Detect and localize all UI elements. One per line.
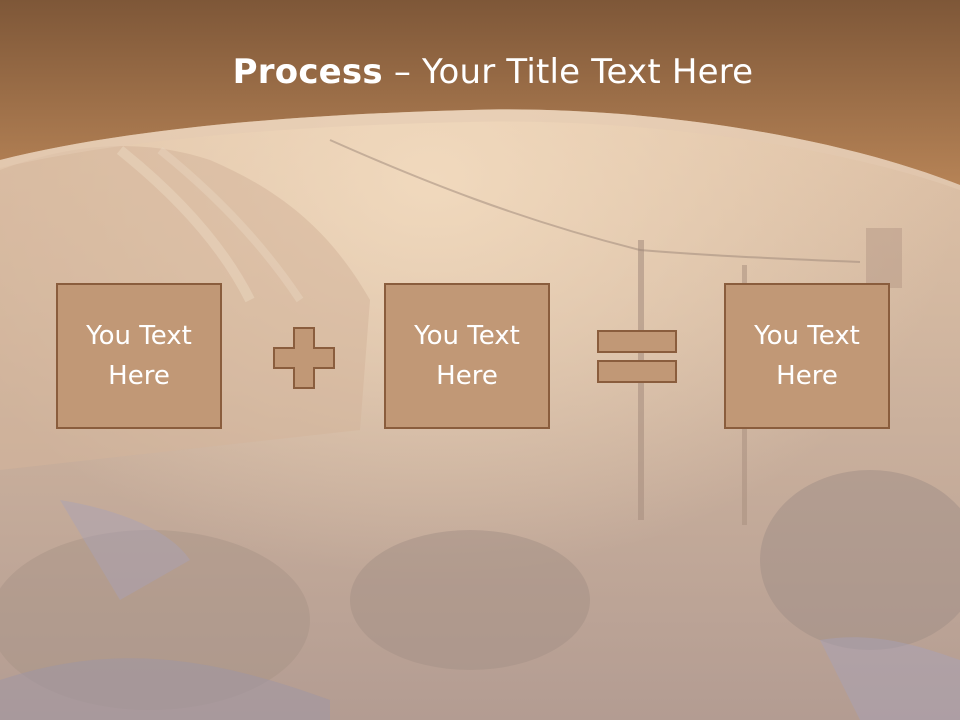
process-box-2: You Text Here <box>384 283 550 429</box>
process-box-3: You Text Here <box>724 283 890 429</box>
equals-icon <box>597 330 677 383</box>
header-band <box>0 0 960 190</box>
slide-title: Process – Your Title Text Here <box>0 52 960 92</box>
process-box-1: You Text Here <box>56 283 222 429</box>
title-rest: Your Title Text Here <box>422 52 754 92</box>
plus-icon <box>273 327 335 389</box>
title-bold: Process <box>232 52 383 92</box>
title-separator: – <box>382 52 423 92</box>
